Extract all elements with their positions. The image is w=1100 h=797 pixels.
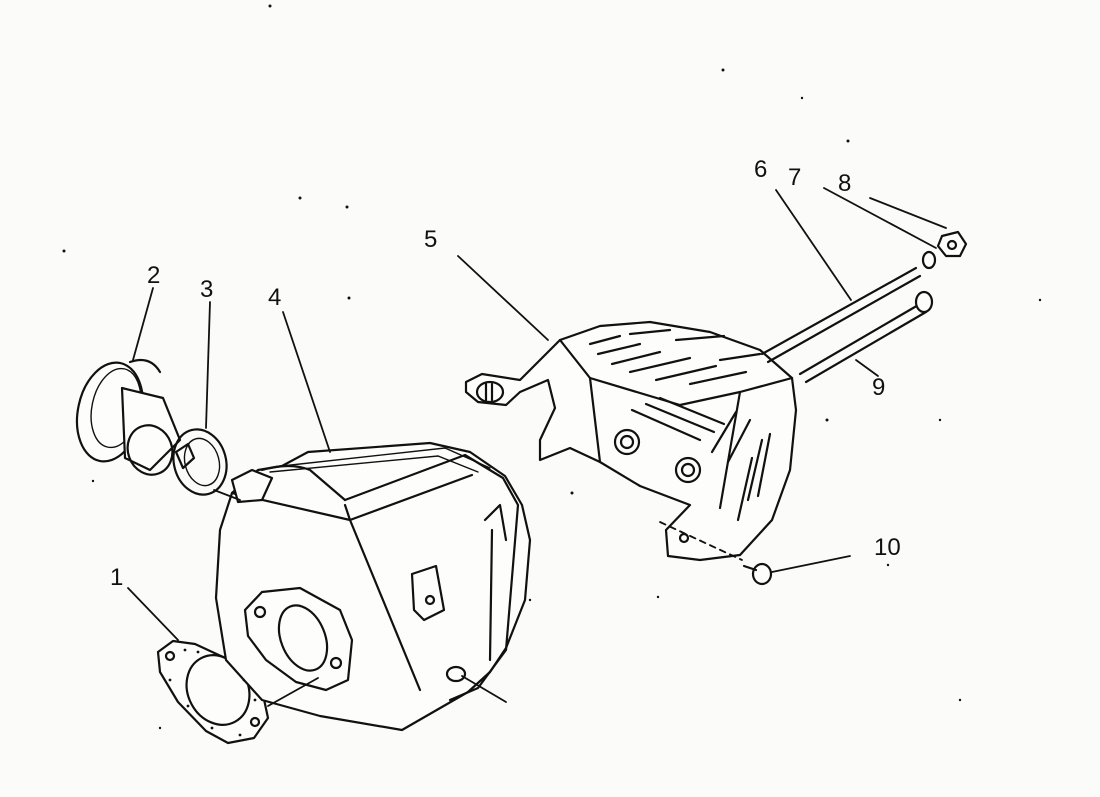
part-label-7: 7 — [788, 164, 802, 191]
clamp-drawing — [172, 428, 228, 496]
part-label-9: 9 — [872, 374, 886, 401]
screw-drawing — [742, 562, 773, 586]
heat-shield-drawing — [464, 320, 798, 562]
part-label-3: 3 — [200, 276, 214, 303]
long-bolts-drawing — [760, 250, 937, 384]
deflector-drawing — [75, 358, 182, 476]
part-label-5: 5 — [424, 226, 438, 253]
part-label-8: 8 — [838, 170, 852, 197]
muffler-drawing — [213, 441, 532, 732]
leader-lines — [127, 187, 947, 641]
washer-drawing — [936, 230, 968, 258]
part-label-1: 1 — [110, 564, 124, 591]
scan-speckles — [62, 4, 1042, 730]
part-label-2: 2 — [147, 262, 161, 289]
part-label-4: 4 — [268, 284, 282, 311]
part-label-6: 6 — [754, 156, 768, 183]
part-label-10: 10 — [874, 534, 901, 561]
